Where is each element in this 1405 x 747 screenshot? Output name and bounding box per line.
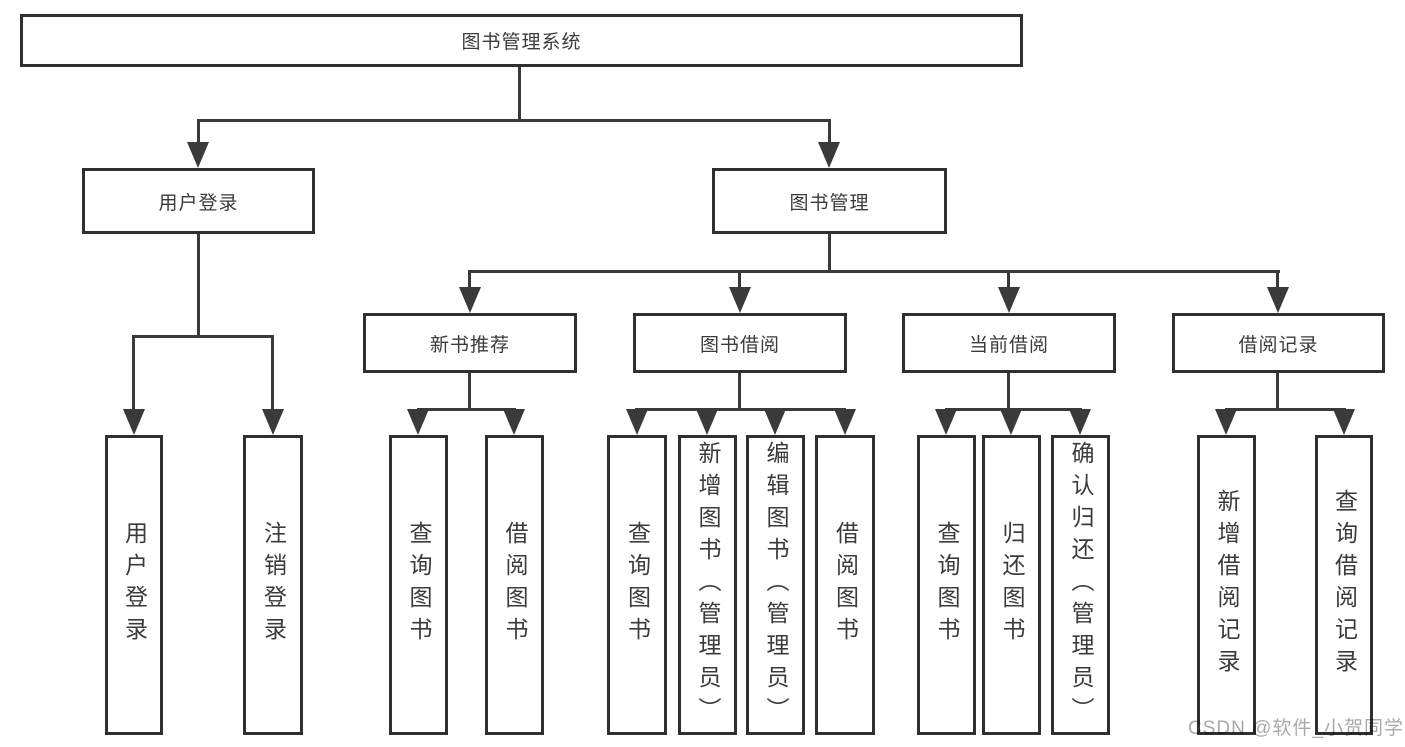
leaf-recommend-borrow-books: 借阅图书 bbox=[485, 435, 544, 735]
leaf-add-borrow-record: 新增借阅记录 bbox=[1197, 435, 1256, 735]
leaf-confirm-return-admin-label: 确认归还（管理员） bbox=[1068, 441, 1094, 729]
node-new-book-recommend-label: 新书推荐 bbox=[429, 334, 510, 356]
arrowhead-down-icon bbox=[626, 409, 648, 435]
leaf-recommend-query-books: 查询图书 bbox=[389, 435, 448, 735]
leaf-add-borrow-record-label: 新增借阅记录 bbox=[1214, 489, 1240, 681]
arrowhead-down-icon bbox=[998, 287, 1020, 313]
connector-line bbox=[417, 408, 516, 411]
arrowhead-down-icon bbox=[1069, 409, 1091, 435]
leaf-return-books: 归还图书 bbox=[982, 435, 1041, 735]
arrowhead-down-icon bbox=[729, 287, 751, 313]
leaf-borrow-books: 借阅图书 bbox=[815, 435, 875, 735]
arrowhead-down-icon bbox=[1000, 409, 1022, 435]
node-book-management-label: 图书管理 bbox=[789, 192, 870, 214]
connector-line bbox=[197, 234, 200, 338]
node-current-borrow-label: 当前借阅 bbox=[968, 334, 1049, 356]
leaf-edit-books-admin-label: 编辑图书（管理员） bbox=[763, 441, 789, 729]
leaf-logout: 注销登录 bbox=[243, 435, 303, 735]
connector-line bbox=[1225, 408, 1346, 411]
arrowhead-down-icon bbox=[459, 287, 481, 313]
node-user-login: 用户登录 bbox=[82, 168, 315, 234]
node-user-login-label: 用户登录 bbox=[158, 192, 239, 214]
leaf-query-borrow-record: 查询借阅记录 bbox=[1315, 435, 1373, 735]
leaf-borrow-books-label: 借阅图书 bbox=[832, 521, 859, 649]
arrowhead-down-icon bbox=[503, 409, 525, 435]
leaf-recommend-query-books-label: 查询图书 bbox=[406, 521, 432, 649]
connector-line bbox=[468, 270, 471, 288]
arrowhead-down-icon bbox=[123, 409, 145, 435]
leaf-confirm-return-admin: 确认归还（管理员） bbox=[1051, 435, 1110, 735]
leaf-user-login: 用户登录 bbox=[105, 435, 163, 735]
connector-line bbox=[468, 270, 1280, 273]
connector-line bbox=[197, 119, 200, 143]
watermark: CSDN @软件_小贺同学 bbox=[1188, 718, 1404, 739]
connector-line bbox=[738, 270, 741, 288]
connector-line bbox=[518, 67, 521, 119]
leaf-borrow-query-books: 查询图书 bbox=[607, 435, 667, 735]
leaf-user-login-label: 用户登录 bbox=[121, 521, 148, 649]
arrowhead-down-icon bbox=[1333, 409, 1355, 435]
arrowhead-down-icon bbox=[407, 409, 429, 435]
leaf-recommend-borrow-books-label: 借阅图书 bbox=[502, 521, 528, 649]
leaf-current-query-books: 查询图书 bbox=[917, 435, 976, 735]
connector-line bbox=[1007, 270, 1010, 288]
node-book-borrow-label: 图书借阅 bbox=[699, 334, 780, 356]
arrowhead-down-icon bbox=[764, 409, 786, 435]
leaf-borrow-query-books-label: 查询图书 bbox=[624, 521, 651, 649]
connector-line bbox=[828, 234, 831, 272]
connector-line bbox=[1276, 373, 1279, 410]
arrowhead-down-icon bbox=[935, 409, 957, 435]
connector-line bbox=[1276, 270, 1279, 288]
arrowhead-down-icon bbox=[818, 142, 840, 168]
connector-line bbox=[132, 335, 274, 338]
leaf-add-books-admin-label: 新增图书（管理员） bbox=[695, 441, 721, 729]
node-borrow-records-label: 借阅记录 bbox=[1238, 334, 1319, 356]
connector-line bbox=[828, 119, 831, 143]
connector-line bbox=[132, 335, 135, 409]
connector-line bbox=[468, 373, 471, 410]
connector-line bbox=[1007, 373, 1010, 410]
leaf-edit-books-admin: 编辑图书（管理员） bbox=[746, 435, 805, 735]
leaf-current-query-books-label: 查询图书 bbox=[934, 521, 960, 649]
connector-line bbox=[271, 335, 274, 409]
arrowhead-down-icon bbox=[262, 409, 284, 435]
node-root: 图书管理系统 bbox=[20, 14, 1023, 67]
node-current-borrow: 当前借阅 bbox=[902, 313, 1116, 373]
connector-line bbox=[635, 408, 846, 411]
connector-line bbox=[197, 119, 831, 122]
node-book-management: 图书管理 bbox=[712, 168, 947, 234]
arrowhead-down-icon bbox=[696, 409, 718, 435]
node-book-borrow: 图书借阅 bbox=[633, 313, 847, 373]
node-new-book-recommend: 新书推荐 bbox=[363, 313, 577, 373]
arrowhead-down-icon bbox=[1267, 287, 1289, 313]
leaf-add-books-admin: 新增图书（管理员） bbox=[678, 435, 737, 735]
leaf-logout-label: 注销登录 bbox=[260, 521, 287, 649]
arrowhead-down-icon bbox=[187, 142, 209, 168]
connector-line bbox=[738, 373, 741, 410]
leaf-query-borrow-record-label: 查询借阅记录 bbox=[1331, 489, 1358, 681]
arrowhead-down-icon bbox=[834, 409, 856, 435]
node-root-label: 图书管理系统 bbox=[461, 32, 582, 53]
leaf-return-books-label: 归还图书 bbox=[999, 521, 1025, 649]
node-borrow-records: 借阅记录 bbox=[1172, 313, 1385, 373]
arrowhead-down-icon bbox=[1215, 409, 1237, 435]
